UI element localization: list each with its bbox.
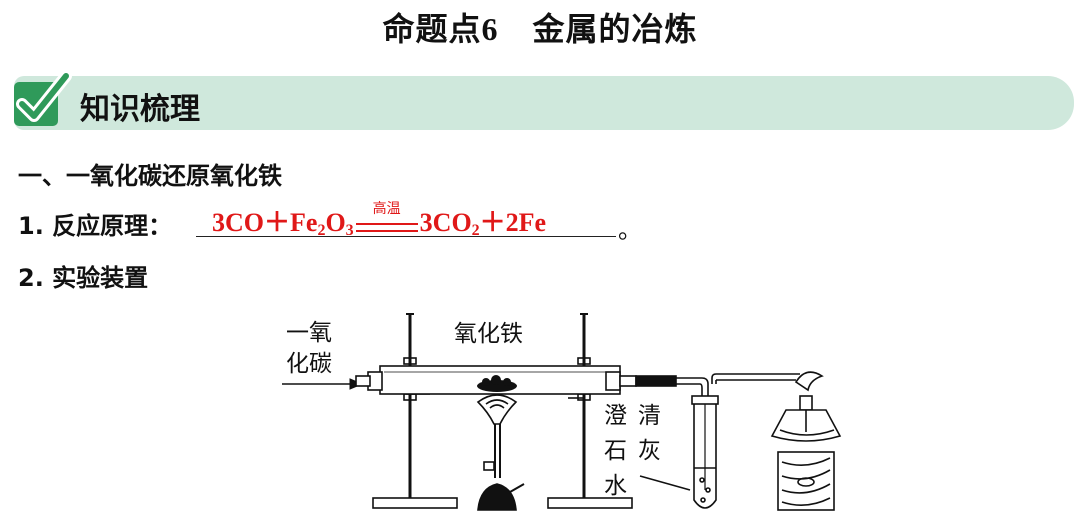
gas-inlet-arrow [282, 378, 364, 390]
left-iron-stand [372, 313, 458, 509]
eq-right-a: 3CO [419, 208, 472, 237]
co-label-1: 一氧 [286, 320, 332, 346]
banner-title: 知识梳理 [80, 92, 200, 127]
reaction-condition: 高温 [354, 201, 420, 240]
period-mark: 。 [618, 216, 642, 244]
rubber-connector [635, 375, 709, 396]
principle-label-text: 1. 反应原理： [18, 212, 173, 240]
eq-left-b: O [325, 208, 346, 237]
title-name: 金属的冶炼 [532, 10, 698, 48]
tail-gas-burner [770, 371, 842, 442]
principle-label: 1. 反应原理： [18, 206, 172, 241]
title-number: 6 [481, 11, 499, 47]
section-banner [14, 76, 1074, 130]
page-title: 命题点6 金属的冶炼 [0, 4, 1080, 50]
limewater-c2-1: 清 [638, 403, 661, 429]
eq-sub-3: 2 [471, 222, 480, 239]
check-icon [14, 70, 72, 126]
wooden-block [777, 451, 835, 511]
iron-oxide-sample [477, 375, 517, 392]
limewater-c1-1: 澄 [604, 403, 627, 429]
burner-flame [476, 394, 518, 425]
apparatus-label: 2. 实验装置 [18, 264, 149, 292]
eq-sub-1: 2 [317, 222, 326, 239]
limewater-c2-2: 灰 [638, 438, 661, 464]
section-heading: 一、一氧化碳还原氧化铁 [18, 162, 282, 190]
condition-label: 高温 [372, 201, 401, 217]
alcohol-burner [477, 424, 525, 511]
co-label-2: 化碳 [286, 351, 332, 377]
eq-left-a: 3CO＋Fe [212, 208, 318, 237]
iron-oxide-label: 氧化铁 [454, 321, 523, 347]
limewater-c1-2: 石 [604, 438, 627, 464]
eq-sub-2: 3 [345, 222, 354, 239]
eq-right-b: ＋2Fe [479, 208, 547, 237]
answer-blank [196, 200, 616, 237]
limewater-c1-3: 水 [604, 473, 627, 499]
title-topic: 命题点 [382, 10, 482, 48]
equals-bars [355, 223, 418, 232]
limewater-test-tube [639, 395, 719, 509]
outlet-tube [711, 373, 800, 384]
